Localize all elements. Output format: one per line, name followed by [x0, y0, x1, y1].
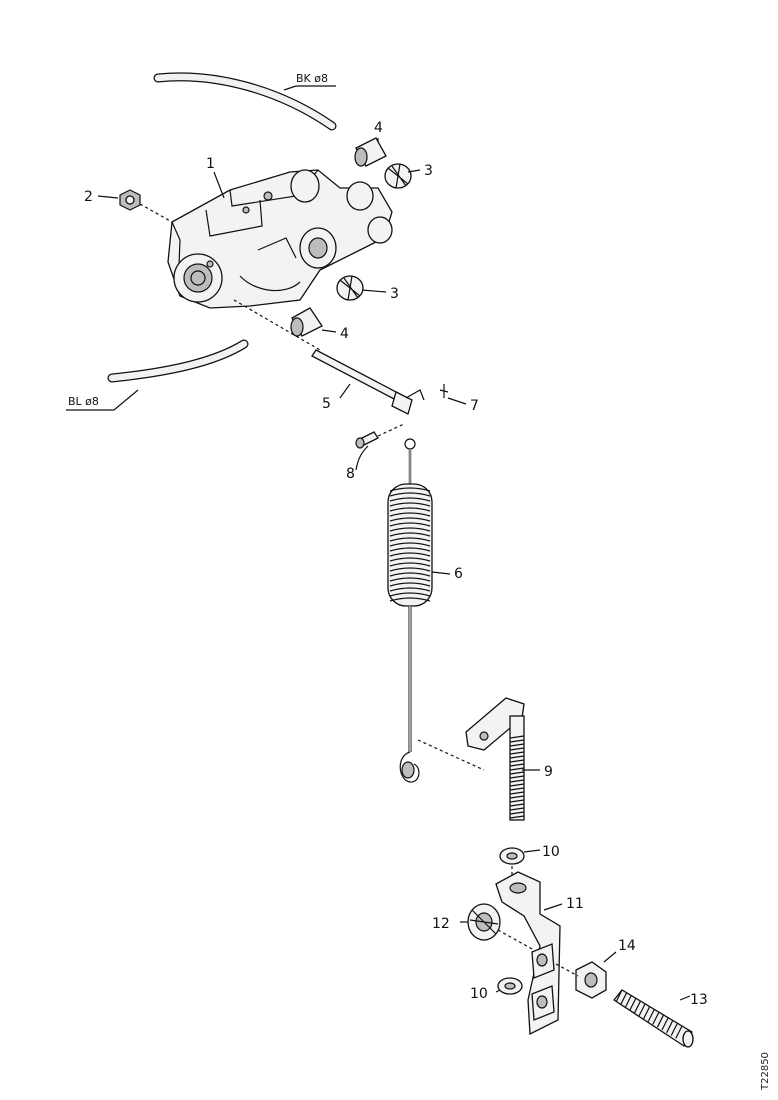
clip-8 — [355, 431, 379, 449]
hose-label-top: BK ø8 — [296, 72, 328, 85]
callout-11: 11 — [566, 896, 584, 912]
callout-5: 5 — [322, 396, 331, 412]
assembly-line-rod — [233, 299, 321, 351]
assembly-line-8 — [377, 423, 405, 437]
sleeve-4-lower — [290, 307, 323, 337]
callout-2: 2 — [84, 189, 93, 205]
callout-1: 1 — [206, 156, 215, 172]
callout-14: 14 — [618, 938, 636, 954]
washer-10-upper — [499, 847, 525, 865]
callout-leaders — [97, 138, 691, 1001]
hose-label-bottom: BL ø8 — [68, 395, 99, 408]
callout-9: 9 — [544, 764, 553, 780]
pin-7 — [439, 384, 449, 398]
fitting-3-upper — [384, 163, 412, 189]
washer-10-lower — [497, 977, 523, 995]
sleeve-4-upper — [354, 137, 387, 167]
mounting-bracket-11 — [495, 871, 561, 1036]
hose-label-top-leader — [283, 85, 297, 91]
callout-6: 6 — [454, 566, 463, 582]
valve-assembly — [167, 169, 393, 309]
callout-13: 13 — [690, 992, 708, 1008]
hose-top — [153, 72, 337, 131]
callout-10-lower: 10 — [470, 986, 488, 1002]
callout-3-lower: 3 — [390, 286, 399, 302]
assembly-line-14 — [555, 963, 579, 977]
callout-10-upper: 10 — [542, 844, 560, 860]
bracket-9 — [465, 697, 525, 821]
document-number: T22850 — [760, 1052, 771, 1091]
hose-bottom — [107, 339, 249, 383]
callout-8: 8 — [346, 466, 355, 482]
spring-6 — [387, 438, 433, 783]
callout-4-upper: 4 — [374, 120, 383, 136]
callout-12: 12 — [432, 916, 450, 932]
assembly-line-spring-bracket — [417, 739, 485, 771]
rod-5 — [311, 349, 425, 415]
nut-12 — [467, 903, 501, 941]
callout-7: 7 — [470, 398, 479, 414]
callout-4-lower: 4 — [340, 326, 349, 342]
hose-label-bottom-leader — [113, 389, 139, 411]
assembly-line-12 — [497, 929, 535, 951]
callout-3-upper: 3 — [424, 163, 433, 179]
stud-13 — [613, 989, 694, 1048]
assembly-line-2 — [139, 203, 173, 223]
fitting-3-lower — [336, 275, 364, 301]
nut-14 — [575, 961, 607, 999]
nut-2 — [119, 189, 141, 211]
